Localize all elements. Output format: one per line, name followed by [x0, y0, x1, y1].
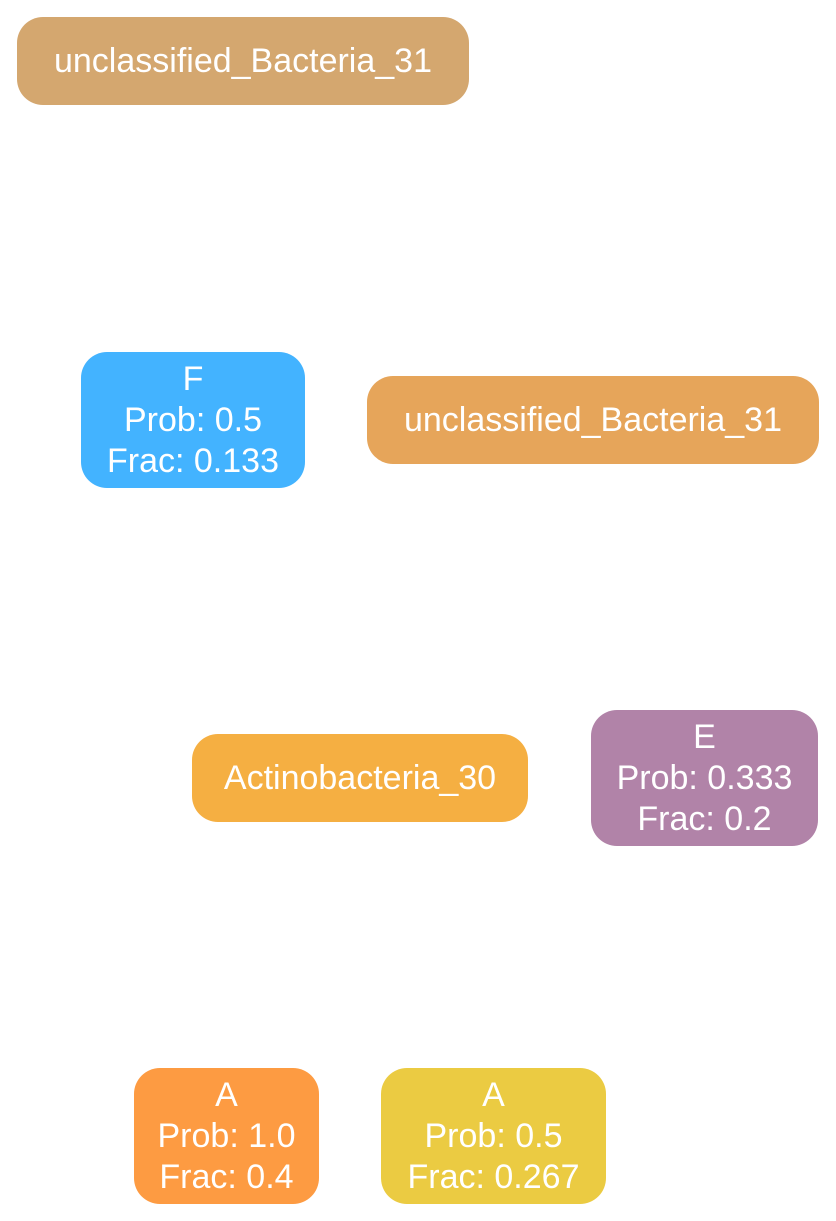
leaf-node-prob: Prob: 1.0 [157, 1116, 296, 1155]
leaf-node-e: E Prob: 0.333 Frac: 0.2 [591, 710, 818, 846]
taxon-node-label: Actinobacteria_30 [223, 758, 497, 797]
leaf-node-frac: Frac: 0.4 [159, 1157, 294, 1196]
leaf-node-f: F Prob: 0.5 Frac: 0.133 [81, 352, 305, 488]
leaf-node-name: A [215, 1075, 238, 1114]
leaf-node-frac: Frac: 0.2 [637, 799, 772, 838]
taxon-node-actinobacteria: Actinobacteria_30 [192, 734, 528, 822]
taxon-node-label: unclassified_Bacteria_31 [403, 400, 783, 439]
leaf-node-a-second: A Prob: 0.5 Frac: 0.267 [381, 1068, 606, 1204]
taxon-node-unclassified-bacteria-mid: unclassified_Bacteria_31 [367, 376, 819, 464]
taxon-node-unclassified-bacteria-top: unclassified_Bacteria_31 [17, 17, 469, 105]
leaf-node-name: F [182, 359, 204, 398]
leaf-node-name: A [482, 1075, 505, 1114]
leaf-node-name: E [693, 717, 716, 756]
taxon-node-label: unclassified_Bacteria_31 [53, 41, 433, 80]
leaf-node-prob: Prob: 0.5 [124, 400, 262, 439]
leaf-node-frac: Frac: 0.133 [107, 441, 279, 480]
leaf-node-prob: Prob: 0.5 [424, 1116, 563, 1155]
leaf-node-frac: Frac: 0.267 [407, 1157, 580, 1196]
leaf-node-a-first: A Prob: 1.0 Frac: 0.4 [134, 1068, 319, 1204]
leaf-node-prob: Prob: 0.333 [616, 758, 793, 797]
